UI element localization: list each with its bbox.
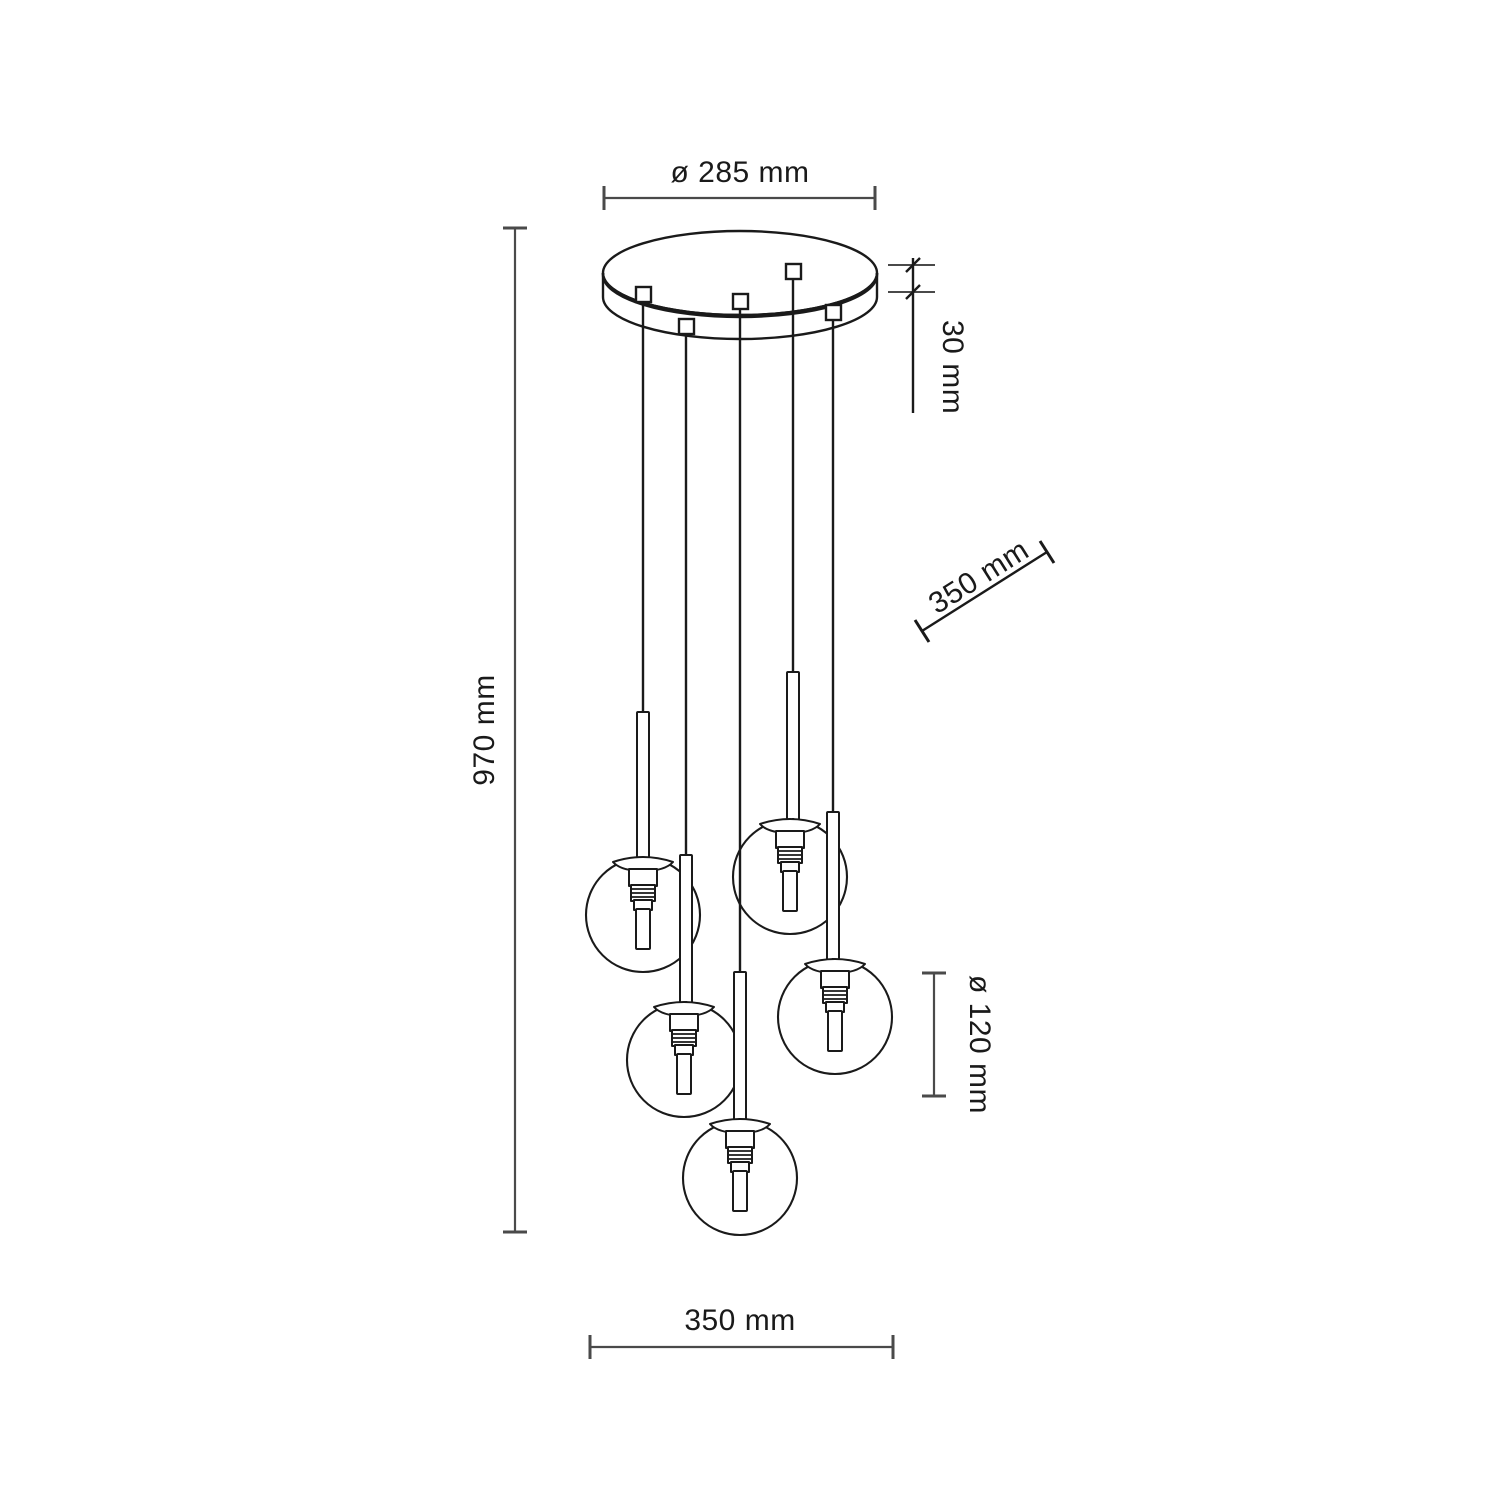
spread-width-dimension — [588, 1335, 895, 1359]
cable-anchor-3 — [731, 292, 750, 311]
pendant-4 — [731, 278, 849, 936]
cable-anchor-2 — [677, 317, 696, 336]
total-height-dimension — [503, 226, 527, 1234]
spread-diagonal-dimension — [913, 540, 1056, 643]
cable-anchor-5 — [824, 303, 843, 322]
cable-anchor-4 — [784, 262, 803, 281]
pendant-1 — [584, 301, 702, 974]
cable-anchors — [634, 262, 843, 336]
socket-5 — [804, 958, 866, 1052]
globe-diameter-dimension — [922, 971, 946, 1098]
socket-3 — [709, 1118, 771, 1212]
pendant-3 — [681, 308, 799, 1237]
canopy-height-label: 30 mm — [936, 320, 969, 414]
socket-4 — [759, 818, 821, 912]
canopy-diameter-dimension — [602, 186, 877, 210]
globe-diameter-label: ø 120 mm — [963, 975, 996, 1114]
spread-diagonal-label: 350 mm — [923, 533, 1035, 620]
total-height-label: 970 mm — [468, 674, 501, 785]
socket-2 — [653, 1001, 715, 1095]
canopy-height-dimension — [888, 257, 935, 413]
spread-width-label: 350 mm — [684, 1304, 795, 1337]
canopy-diameter-label: ø 285 mm — [670, 156, 809, 189]
pendant-5 — [776, 319, 894, 1076]
cable-anchor-1 — [634, 285, 653, 304]
socket-1 — [612, 856, 674, 950]
pendant-2 — [625, 333, 743, 1119]
